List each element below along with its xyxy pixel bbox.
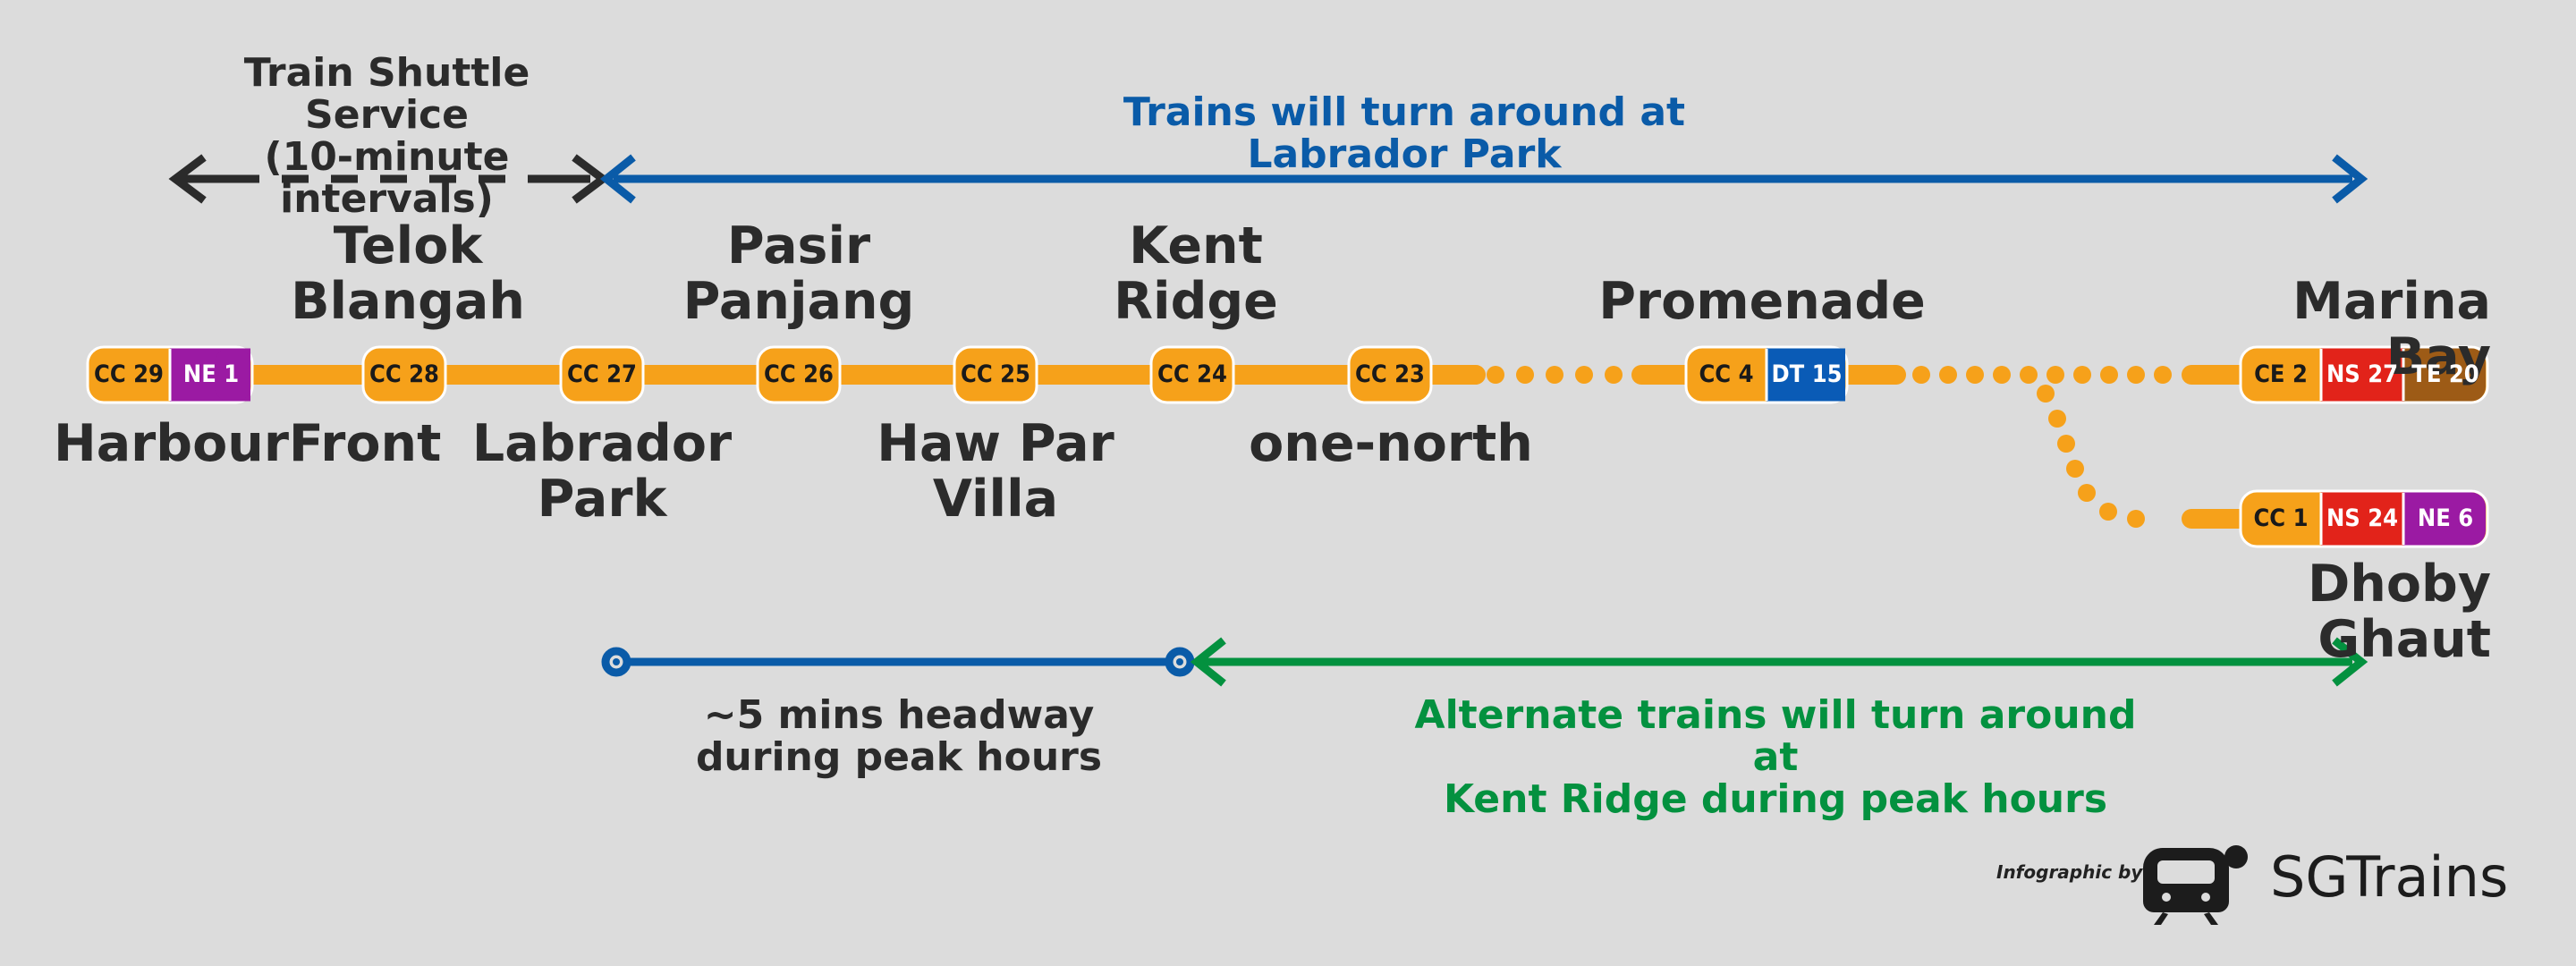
station-name-kent-ridge: Kent Ridge (1114, 216, 1278, 331)
labrador-turnaround-text: Trains will turn around at Labrador Park (1123, 89, 1686, 177)
code-cc27: CC 27 (567, 360, 637, 388)
code-cc4: CC 4 (1699, 360, 1754, 388)
pill-haw-par-villa (953, 345, 1038, 404)
code-ne1: NE 1 (182, 360, 240, 388)
code-ns24: NS 24 (2326, 504, 2399, 532)
kent-ridge-arrow (1190, 637, 2368, 687)
kent-ridge-turnaround-text: Alternate trains will turn around at Ken… (1414, 692, 2137, 822)
code-cc1: CC 1 (2253, 504, 2309, 532)
code-ne6: NE 6 (2417, 504, 2474, 532)
station-name-labrador-park: Labrador Park (471, 414, 733, 529)
track-dotted-west (1487, 366, 1623, 384)
station-name-harbourfront: HarbourFront (54, 414, 442, 473)
train-front-icon (2143, 845, 2248, 925)
station-name-haw-par-villa: Haw Par Villa (877, 414, 1114, 529)
code-ce2: CE 2 (2254, 360, 2308, 388)
credit-prefix: Infographic by (1996, 861, 2143, 883)
pill-telok-blangah (361, 345, 447, 404)
track-dotted-branch (2037, 385, 2145, 528)
code-cc26: CC 26 (764, 360, 834, 388)
headway-text: ~5 mins headway during peak hours (695, 692, 1103, 780)
credit-brand: SGTrains (2270, 844, 2509, 910)
station-name-pasir-panjang: Pasir Panjang (682, 216, 915, 331)
shuttle-service-title: Train Shuttle Service (10-minute interva… (243, 50, 530, 222)
pill-kent-ridge (1149, 345, 1235, 404)
pill-pasir-panjang (756, 345, 842, 404)
station-name-one-north: one-north (1249, 414, 1533, 473)
code-cc23: CC 23 (1355, 360, 1425, 388)
labrador-arrow (599, 154, 2368, 204)
station-name-telok-blangah: Telok Blangah (291, 216, 525, 331)
code-cc25: CC 25 (961, 360, 1030, 388)
code-ns27: NS 27 (2326, 360, 2399, 388)
code-cc24: CC 24 (1157, 360, 1227, 388)
pill-labrador-park (559, 345, 645, 404)
station-name-dhoby-ghaut: Dhoby Ghaut (2307, 555, 2491, 669)
code-te20: TE 20 (2411, 360, 2479, 388)
code-cc28: CC 28 (369, 360, 439, 388)
track-dotted-east (1912, 366, 2172, 384)
code-cc29: CC 29 (94, 360, 164, 388)
headway-line (601, 647, 1195, 677)
code-dt15: DT 15 (1771, 360, 1843, 388)
pill-one-north (1347, 345, 1433, 404)
station-name-marina-bay: Marina Bay (2292, 272, 2491, 386)
station-name-promenade: Promenade (1598, 272, 1926, 331)
